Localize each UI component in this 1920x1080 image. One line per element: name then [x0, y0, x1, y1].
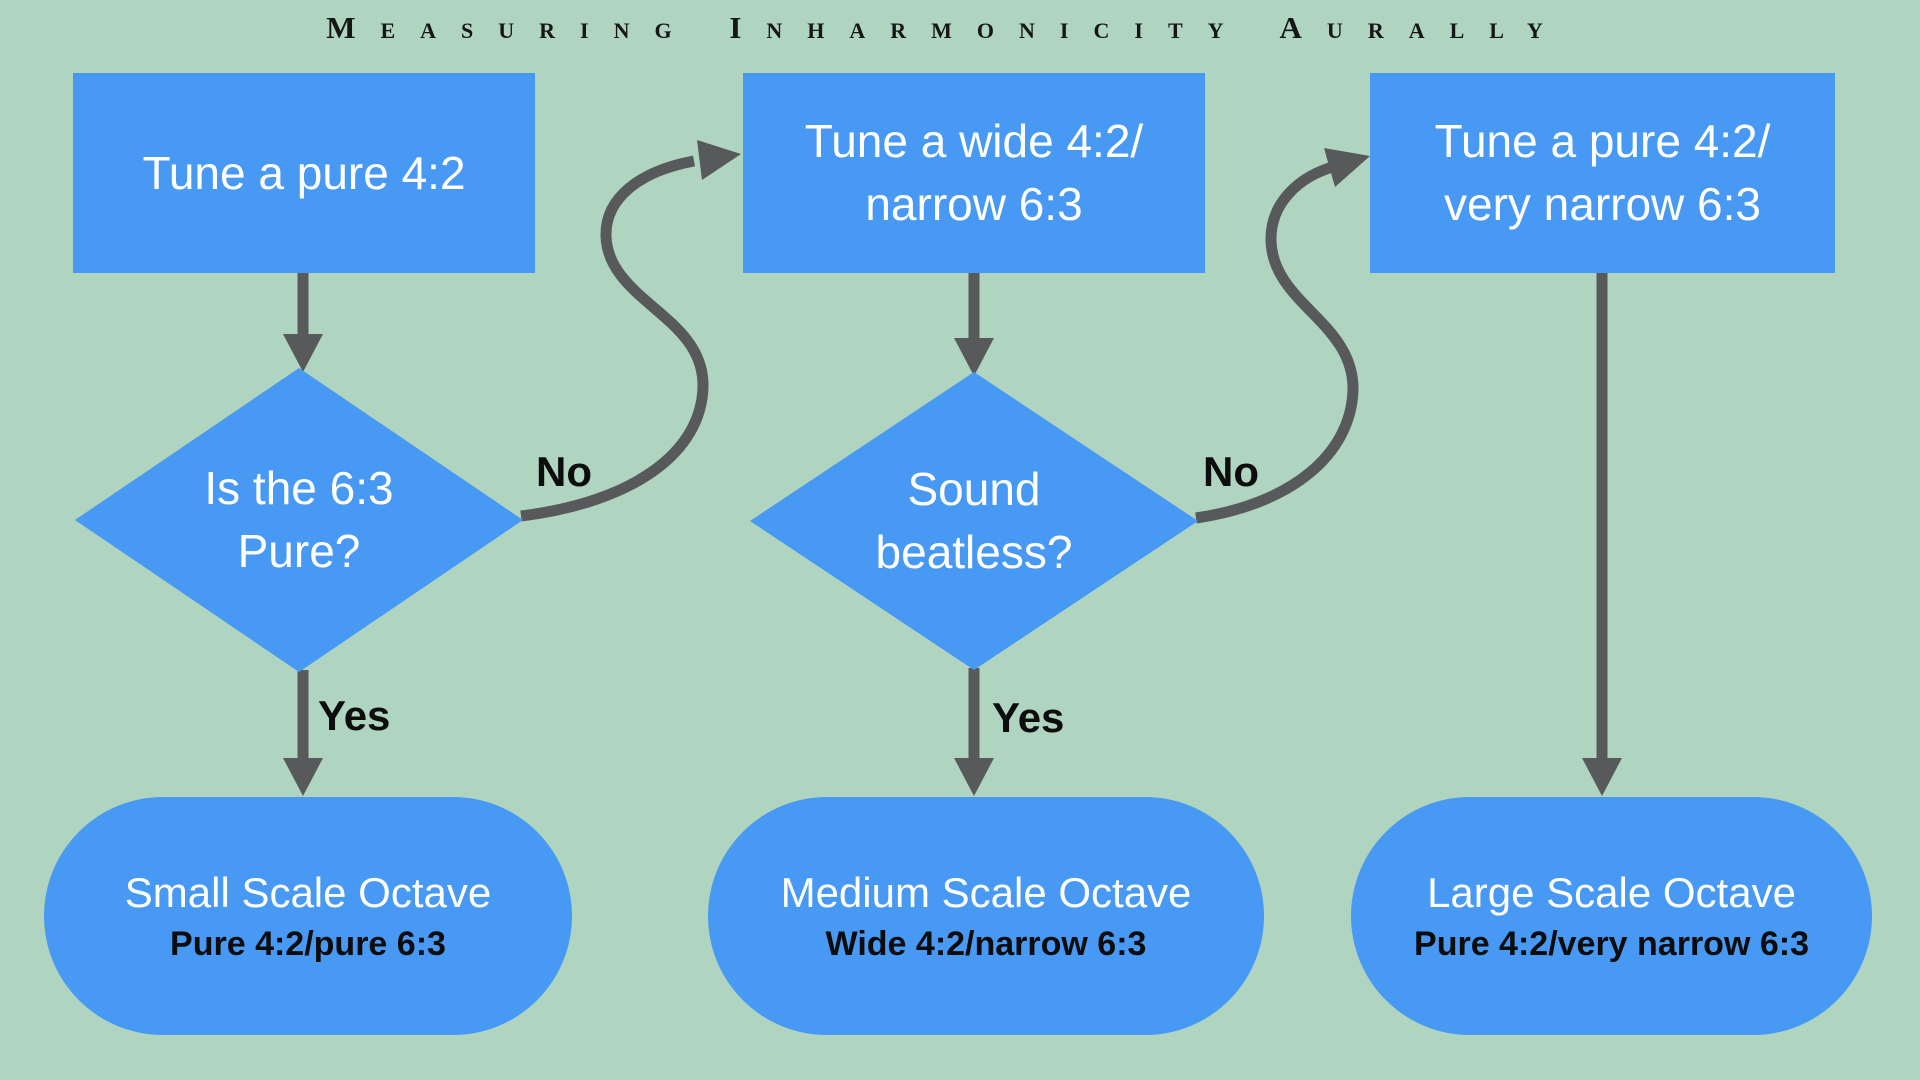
result-title: Large Scale Octave: [1427, 869, 1796, 916]
arrowhead-pill2: [954, 758, 994, 796]
no-label-1: No: [536, 448, 592, 495]
result-pill-medium-scale-octave: Medium Scale Octave Wide 4:2/narrow 6:3: [708, 797, 1264, 1035]
arrowhead-box2: [697, 140, 741, 180]
process-box-line: Tune a wide 4:2/: [804, 115, 1144, 167]
process-box-tune-pure-42-very-narrow-63: Tune a pure 4:2/ very narrow 6:3: [1370, 73, 1835, 273]
result-subtitle: Wide 4:2/narrow 6:3: [825, 925, 1147, 963]
process-box-line: narrow 6:3: [865, 178, 1083, 230]
result-subtitle: Pure 4:2/very narrow 6:3: [1414, 925, 1809, 963]
result-subtitle: Pure 4:2/pure 6:3: [170, 925, 446, 963]
process-box-line: Tune a pure 4:2: [142, 146, 466, 199]
process-box-line: very narrow 6:3: [1443, 178, 1761, 230]
result-pill-large-scale-octave: Large Scale Octave Pure 4:2/very narrow …: [1351, 797, 1872, 1035]
arrowhead-pill1: [283, 758, 323, 796]
no-label-2: No: [1203, 448, 1259, 495]
arrowhead-diamond2: [954, 338, 994, 376]
process-box-line: Tune a pure 4:2/: [1434, 115, 1771, 167]
decision-line: Pure?: [237, 525, 361, 577]
diagram-title: Measuring Inharmonicity Aurally: [326, 10, 1568, 45]
yes-label-1: Yes: [318, 692, 391, 739]
arrow-no-diamond1-to-box2: [520, 155, 709, 522]
process-box-tune-wide-42-narrow-63: Tune a wide 4:2/ narrow 6:3: [743, 73, 1205, 273]
decision-line: Is the 6:3: [204, 462, 394, 514]
arrowhead-pill3: [1582, 758, 1622, 796]
result-title: Small Scale Octave: [124, 869, 492, 916]
arrowhead-diamond1: [283, 334, 323, 372]
decision-line: Sound: [907, 463, 1041, 515]
process-box-tune-pure-42: Tune a pure 4:2: [73, 73, 535, 273]
arrowhead-box3: [1324, 148, 1370, 187]
result-pill-small-scale-octave: Small Scale Octave Pure 4:2/pure 6:3: [44, 797, 572, 1035]
yes-label-2: Yes: [992, 694, 1065, 741]
decision-line: beatless?: [875, 526, 1073, 578]
arrow-no-diamond2-to-box3: [1195, 160, 1359, 524]
result-title: Medium Scale Octave: [780, 869, 1192, 916]
